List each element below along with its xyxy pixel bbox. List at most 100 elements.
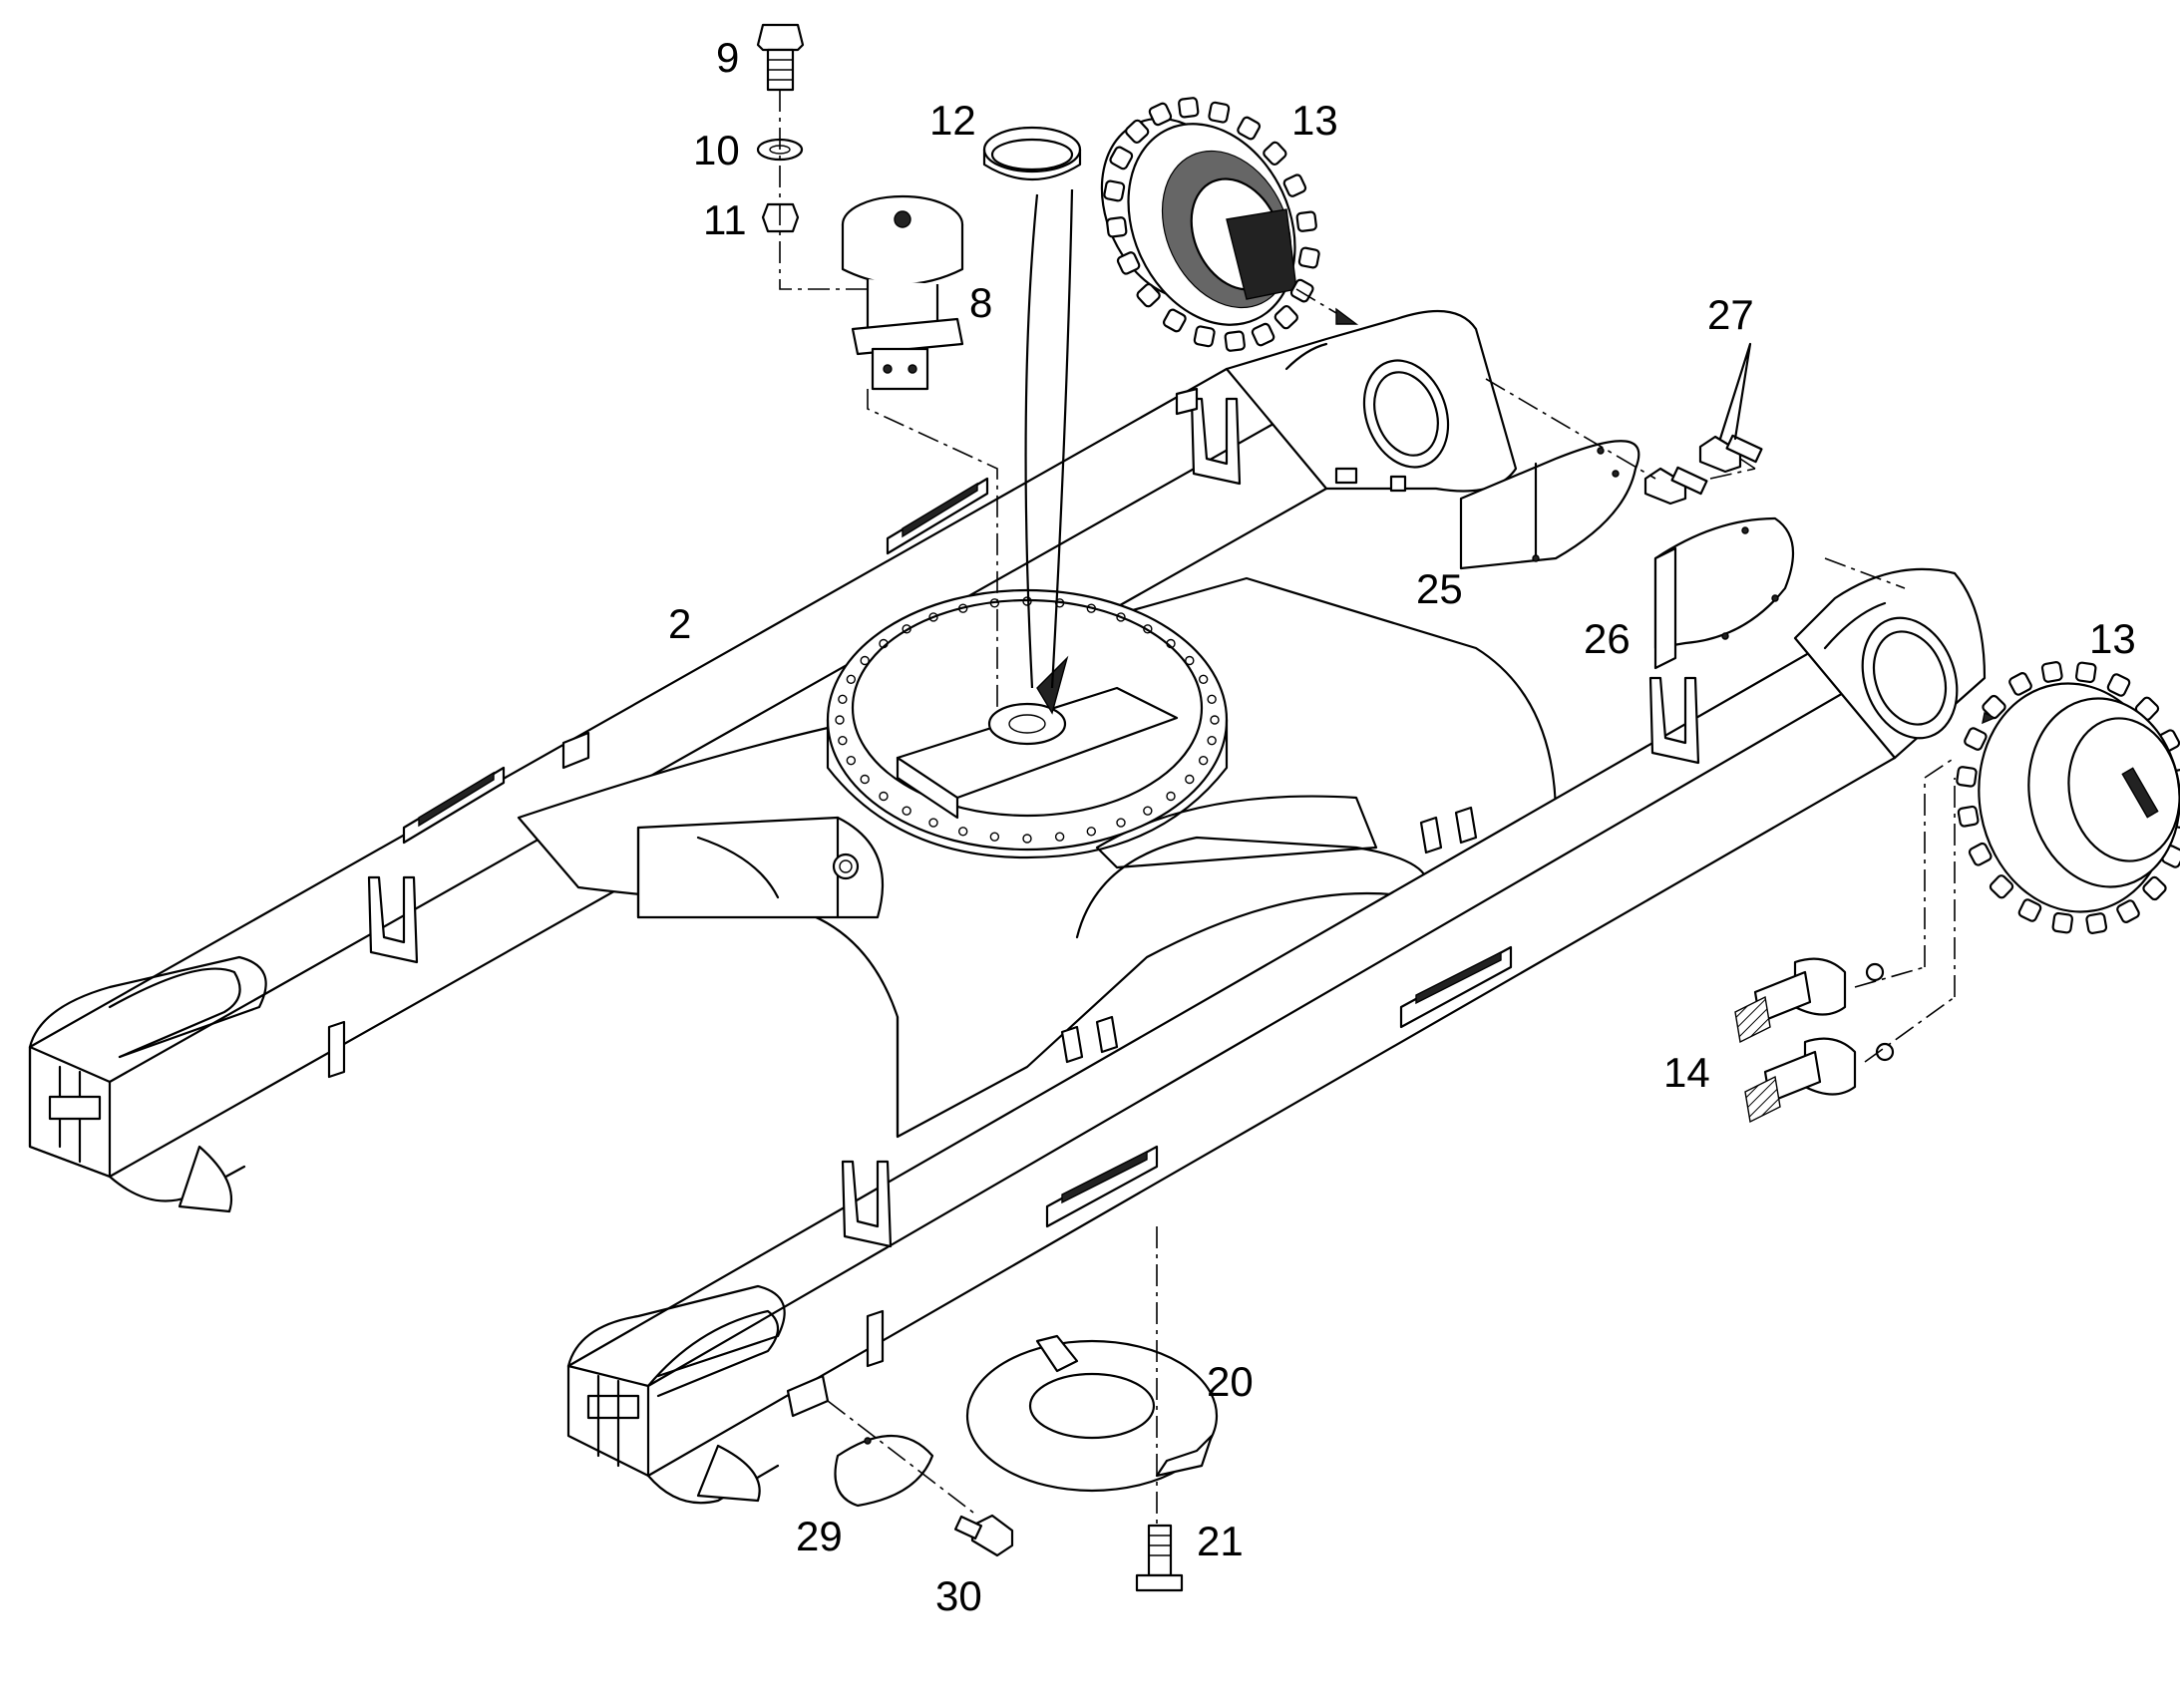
sprocket-tooth — [2074, 661, 2097, 684]
cover-26 — [1653, 516, 1795, 670]
sprocket-tooth — [1956, 766, 1978, 788]
callout-11: 11 — [703, 196, 747, 243]
slewing-ring-mount — [826, 588, 1229, 859]
sprocket-tooth — [1193, 325, 1216, 348]
ring-bolt-hole — [989, 832, 1000, 842]
callout-13-upper: 13 — [1291, 97, 1338, 144]
sprocket-tooth — [1178, 97, 1200, 119]
callout-26: 26 — [1584, 615, 1631, 662]
travel-motor-13-upper — [1100, 97, 1320, 352]
ring-bolt-hole — [958, 827, 968, 837]
callout-12: 12 — [929, 97, 976, 144]
ring-bolt-hole — [958, 603, 968, 613]
ring-bolt-hole — [1143, 624, 1153, 634]
bolts-27 — [1643, 434, 1763, 506]
sprocket-tooth — [1982, 694, 2006, 720]
sprocket-tooth — [2051, 911, 2074, 934]
seal-ring-12 — [982, 126, 1082, 180]
sprocket-tooth — [2106, 673, 2131, 697]
ring-bolt-hole — [860, 774, 870, 785]
ring-bolt-hole — [1086, 603, 1096, 613]
ring-bolt-hole — [1054, 832, 1065, 842]
ring-bolt-hole — [1207, 735, 1217, 746]
slewing-ring-bolts — [835, 596, 1220, 844]
sprocket-tooth — [2008, 672, 2032, 696]
left-drive-housing — [1225, 309, 1518, 493]
sprocket-tooth — [2116, 899, 2140, 923]
sprocket-tooth — [1103, 179, 1126, 202]
callout-10: 10 — [693, 127, 740, 173]
ring-bolt-hole — [1116, 818, 1126, 828]
ring-bolt-hole — [835, 715, 845, 725]
ring-bolt-hole — [1185, 774, 1195, 785]
right-track-frame — [566, 636, 1897, 1505]
ring-bolt-hole — [1143, 806, 1153, 816]
sprocket-tooth — [1968, 842, 1993, 866]
sprocket-tooth — [1148, 102, 1173, 127]
ring-bolt-hole — [1116, 612, 1126, 622]
sprocket-tooth — [1263, 141, 1287, 167]
ring-bolt-hole — [838, 735, 848, 746]
callout-20: 20 — [1207, 1358, 1254, 1405]
ring-bolt-hole — [902, 624, 911, 634]
ring-bolt-hole — [1198, 674, 1209, 684]
bolt-21 — [1135, 1524, 1184, 1592]
sprocket-tooth — [1964, 727, 1988, 751]
ring-bolt-hole — [928, 612, 938, 622]
ring-bolt-hole — [879, 791, 889, 802]
left-frame-chain-plates — [402, 387, 1199, 845]
ring-bolt-hole — [1207, 694, 1217, 705]
callout-21: 21 — [1197, 1518, 1244, 1564]
sprocket-tooth — [1989, 874, 2014, 899]
ring-bolt-hole — [1022, 834, 1032, 844]
sprocket-tooth — [1125, 119, 1150, 145]
ring-bolt-hole — [879, 638, 889, 649]
rotary-joint-8 — [841, 194, 964, 391]
sprocket-tooth — [1136, 282, 1161, 308]
undercarriage-frame — [28, 309, 1987, 1505]
sprocket-tooth — [1282, 173, 1307, 197]
bolt-30 — [953, 1514, 1014, 1557]
ring-bolt-hole — [1210, 715, 1220, 725]
ring-bolt-hole — [1166, 791, 1176, 802]
sprocket-tooth — [2017, 898, 2042, 922]
callout-14: 14 — [1663, 1049, 1710, 1096]
sprocket-tooth — [1237, 116, 1262, 141]
ring-bolt-hole — [860, 655, 870, 666]
sprocket-tooth — [2142, 875, 2167, 901]
ring-bolt-hole — [1086, 827, 1096, 837]
sprocket-tooth — [1297, 246, 1320, 269]
plate-20 — [965, 1334, 1219, 1493]
callout-25: 25 — [1416, 565, 1463, 612]
sprocket-tooth — [1208, 101, 1231, 124]
ring-bolt-hole — [846, 674, 857, 684]
callout-29: 29 — [796, 1513, 843, 1559]
ring-bolt-hole — [838, 694, 848, 705]
sprocket-tooth — [1251, 322, 1275, 347]
sprocket-tooth — [2040, 661, 2063, 683]
sprocket-tooth — [1224, 330, 1246, 352]
sprocket-tooth — [2085, 912, 2108, 934]
callouts: 9 10 11 12 13 8 27 2 25 26 13 14 20 29 2… — [668, 34, 2136, 1619]
sprocket-tooth — [1116, 251, 1141, 275]
ring-bolt-hole — [928, 818, 938, 828]
ring-bolt-hole — [989, 598, 1000, 608]
ring-bolt-hole — [846, 756, 857, 766]
sprocket-tooth — [1106, 216, 1128, 238]
sprocket-tooth — [1957, 805, 1980, 828]
callout-30: 30 — [935, 1572, 982, 1619]
bolt-9 — [756, 23, 805, 92]
hydraulic-fittings-14 — [1734, 957, 1895, 1124]
sprocket-tooth — [1109, 146, 1134, 171]
callout-8: 8 — [969, 279, 992, 326]
ring-bolt-hole — [1198, 756, 1209, 766]
ring-bolt-hole — [902, 806, 911, 816]
callout-2: 2 — [668, 600, 691, 647]
right-drive-housing — [1793, 567, 1987, 760]
sprocket-teeth-upper — [1103, 97, 1320, 352]
sprocket-tooth — [1295, 210, 1317, 232]
sprocket-tooth — [1162, 308, 1187, 333]
callout-13-lower: 13 — [2089, 615, 2136, 662]
sprocket-tooth — [1273, 304, 1298, 330]
